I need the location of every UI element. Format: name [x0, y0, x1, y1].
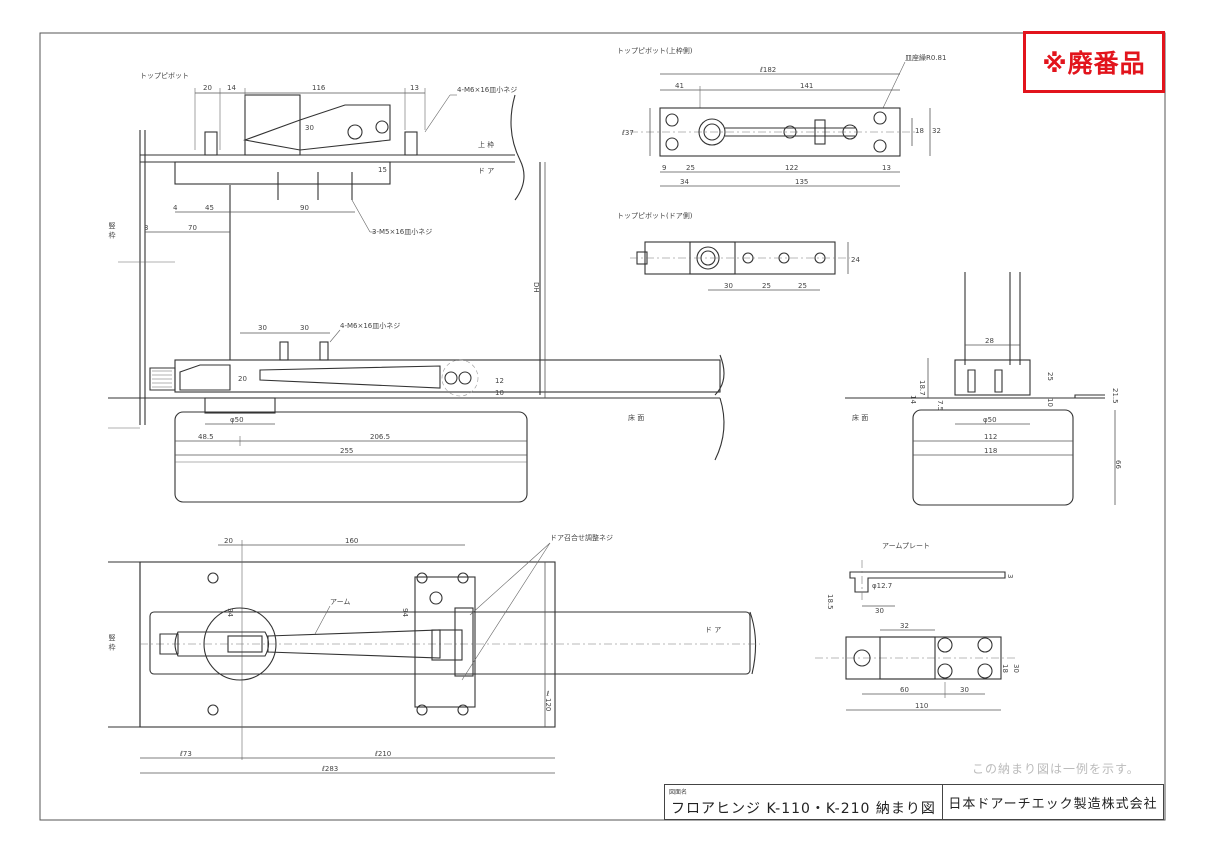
dim-door-25a: 25	[762, 282, 771, 290]
dim-door-25b: 25	[798, 282, 807, 290]
dim-20: 20	[203, 84, 212, 92]
dim-ap-3: 3	[1006, 574, 1014, 578]
dim-3: 3	[144, 224, 148, 232]
dim-plan-l283: ℓ283	[321, 765, 338, 773]
dim-ap-18-5: 18.5	[826, 594, 834, 610]
sheet-border	[39, 32, 1166, 821]
label-wall-frame: 竪 枠	[108, 222, 116, 239]
dim-plan-160: 160	[345, 537, 358, 545]
dim-front-112: 112	[984, 433, 997, 441]
dim-ap-32: 32	[900, 622, 909, 630]
dim-front-21-5: 21.5	[1111, 388, 1119, 404]
dim-48-5: 48.5	[198, 433, 214, 441]
label-screw-arm: 4-M6×16皿小ネジ	[340, 321, 400, 330]
top-pivot-frame-view: トップピボット(上枠側) 皿座繰R0.81 ℓ182 41 141 ℓ37 18…	[617, 46, 946, 187]
dim-13: 13	[882, 164, 891, 172]
dim-32: 32	[932, 127, 941, 135]
label-top-pivot-frame: トップピボット(上枠側)	[617, 46, 693, 55]
dim-front-10: 10	[1046, 398, 1054, 407]
dim-13: 13	[410, 84, 419, 92]
label-top-pivot-door: トップピボット(ドア側)	[617, 211, 693, 220]
dim-ap-60: 60	[900, 686, 909, 694]
dim-ap-30v: 30	[1012, 664, 1020, 673]
dim-9: 9	[662, 164, 666, 172]
label-dh: DH	[532, 282, 540, 293]
arm-plate-view: アームプレート 18.5 φ12.7 30 3 32 18 30 60 30 1…	[815, 542, 1020, 711]
dim-30a: 30	[258, 324, 267, 332]
title-block: 図面名 フロアヒンジ K-110・K-210 納まり図 日本ドアーチエック製造株…	[664, 784, 1164, 820]
dim-plan-l73: ℓ73	[179, 750, 192, 758]
label-screw-top: 4-M6×16皿小ネジ	[457, 85, 517, 94]
dim-90: 90	[300, 204, 309, 212]
dim-front-7-5: 7.5	[936, 400, 944, 411]
label-upper-frame: 上 枠	[478, 140, 494, 149]
dim-front-18-7: 18.7	[918, 380, 926, 396]
dim-l182: ℓ182	[759, 66, 776, 74]
label-adjust-screw: ドア召合せ調整ネジ	[550, 533, 613, 542]
dim-front-25: 25	[1046, 372, 1054, 381]
discontinued-stamp: ※廃番品	[1023, 31, 1165, 93]
dim-14: 14	[227, 84, 236, 92]
dim-plan-l120: ℓ120	[544, 690, 552, 711]
dim-ap-30b: 30	[960, 686, 969, 694]
dim-206-5: 206.5	[370, 433, 390, 441]
dim-plan-20: 20	[224, 537, 233, 545]
top-pivot-door-view: トップピボット(ドア側) 30 25 25 24	[617, 211, 860, 291]
dim-ap-18: 18	[1001, 664, 1009, 673]
dim-25: 25	[686, 164, 695, 172]
title-caption: 図面名	[669, 789, 688, 796]
label-floor-side: 床 面	[852, 413, 868, 422]
title-cell: 図面名 フロアヒンジ K-110・K-210 納まり図	[665, 785, 943, 819]
dim-12: 12	[495, 377, 504, 385]
dim-phi50: φ50	[230, 416, 244, 424]
dim-front-phi50: φ50	[983, 416, 997, 424]
dim-41: 41	[675, 82, 684, 90]
dim-30b: 30	[300, 324, 309, 332]
dim-10: 10	[495, 389, 504, 397]
dim-front-14: 14	[909, 395, 917, 404]
dim-plan-l210: ℓ210	[374, 750, 391, 758]
dim-141: 141	[800, 82, 813, 90]
dim-34: 34	[680, 178, 689, 186]
dim-plan-94b: 94	[401, 608, 409, 617]
label-arm-plate: アームプレート	[882, 542, 930, 550]
label-top-pivot: トップピボット	[140, 72, 189, 80]
dim-l37: ℓ37	[621, 129, 634, 137]
dim-116: 116	[312, 84, 326, 92]
dim-door-30: 30	[724, 282, 733, 290]
label-countersink: 皿座繰R0.81	[905, 53, 946, 62]
dim-20b: 20	[238, 375, 247, 383]
dim-plan-94a: 94	[226, 608, 234, 617]
dim-30v: 30	[305, 124, 314, 132]
plan-view: 竪 枠 20 160 ド ア アーム 94 94 ドア召合せ調整ネジ ℓ120	[108, 533, 760, 774]
front-view: 床 面 28 18.7 14 7.5 10 25 21.5 φ50 112 11…	[845, 272, 1122, 506]
dim-front-66: 66	[1114, 460, 1122, 469]
side-elevation: トップピボット 竪 枠 上 枠 ド ア	[108, 72, 725, 503]
label-arm: アーム	[330, 598, 350, 606]
dim-ap-110: 110	[915, 702, 928, 710]
dim-122: 122	[785, 164, 798, 172]
dim-18: 18	[915, 127, 924, 135]
company-name: 日本ドアーチエック製造株式会社	[948, 796, 1158, 812]
stamp-text: ※廃番品	[1042, 49, 1146, 78]
dim-front-28: 28	[985, 337, 994, 345]
dim-70: 70	[188, 224, 197, 232]
dim-135: 135	[795, 178, 808, 186]
dim-door-24: 24	[851, 256, 860, 264]
label-door: ド ア	[478, 167, 494, 175]
example-note: この納まり図は一例を示す。	[972, 762, 1140, 776]
dim-15: 15	[378, 166, 387, 174]
drawing-title: フロアヒンジ K-110・K-210 納まり図	[671, 801, 936, 817]
dim-45: 45	[205, 204, 214, 212]
label-door-plan: ド ア	[705, 626, 721, 634]
dim-front-118: 118	[984, 447, 997, 455]
dim-255: 255	[340, 447, 353, 455]
dim-ap-30: 30	[875, 607, 884, 615]
dim-ap-phi12-7: φ12.7	[872, 582, 892, 590]
label-floor: 床 面	[628, 413, 644, 422]
dim-4: 4	[173, 204, 178, 212]
label-wall-frame-plan: 竪 枠	[108, 634, 116, 651]
label-screw-door: 3-M5×16皿小ネジ	[372, 227, 432, 236]
